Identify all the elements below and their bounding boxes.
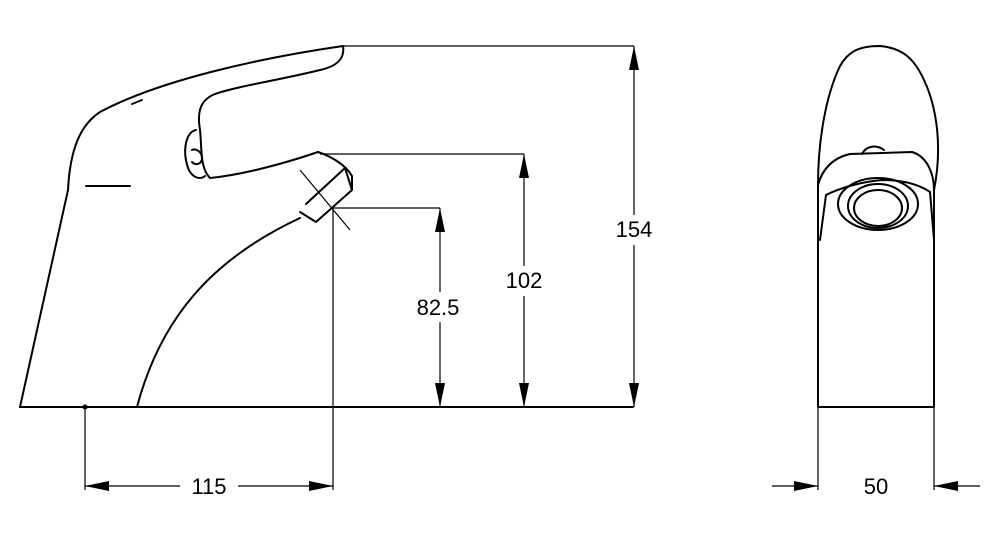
dimension-label-spout-top: 102	[506, 268, 543, 293]
nozzle-centerline	[299, 169, 351, 231]
dimension-label-spout-reach: 115	[191, 474, 226, 499]
dimension-label-spout-height: 82.5	[417, 295, 460, 320]
dimension-label-total-height: 154	[616, 217, 653, 242]
faucet-body-outline	[19, 45, 344, 408]
dimension-body-width	[772, 407, 980, 491]
lever-handle	[197, 45, 345, 179]
front-lever-inner	[825, 179, 931, 196]
faucet-side-view	[19, 45, 634, 410]
front-body-outline	[817, 45, 940, 408]
dimension-spout-height	[435, 208, 445, 407]
body-marker	[131, 99, 143, 105]
front-lever-band	[817, 151, 935, 191]
front-side-edge-left	[819, 194, 827, 241]
lever-pivot	[184, 129, 206, 179]
front-side-edge-right	[929, 191, 935, 241]
faucet-front-view	[817, 45, 940, 408]
front-spout-outlet	[837, 177, 919, 231]
front-pivot-knob	[861, 145, 885, 155]
dimension-total-height	[629, 46, 639, 407]
spout-nozzle	[299, 151, 353, 223]
dimension-label-body-width: 50	[864, 474, 888, 499]
dimension-spout-reach	[85, 481, 333, 491]
dimension-spout-top	[519, 154, 529, 407]
dimension-lines: 154 102 82.5 115	[84, 45, 653, 499]
